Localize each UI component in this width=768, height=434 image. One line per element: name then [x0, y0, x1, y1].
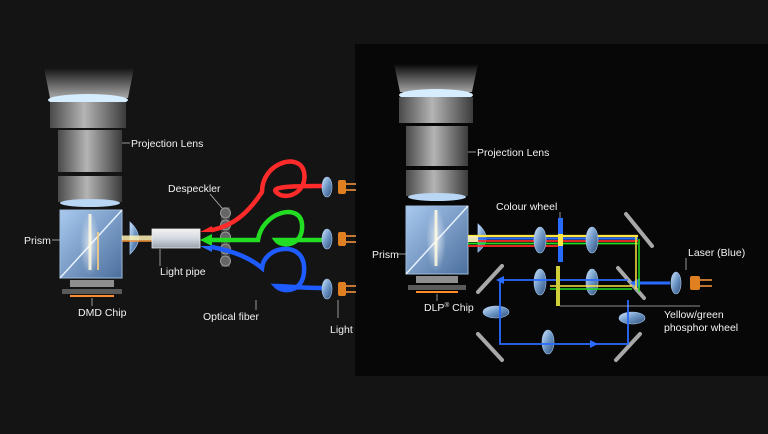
laser-diodes: [338, 180, 356, 296]
prism-label: Prism: [24, 235, 51, 247]
dmd-chip: [62, 280, 122, 297]
right-lens-barrel-bottom: [406, 170, 468, 196]
blue-laser-body: [338, 282, 346, 296]
relay-lens-5: [482, 305, 510, 319]
relay-lens-3: [533, 268, 547, 296]
lens-barrel-bottom: [58, 176, 122, 202]
optical-fiber-label: Optical fiber: [203, 311, 260, 323]
green-laser-body: [338, 232, 346, 246]
blue-fiber-lens: [321, 278, 333, 300]
projection-lens-label: Projection Lens: [131, 138, 203, 150]
blue-arrow: [200, 246, 212, 252]
right-projection-lens: [399, 89, 473, 201]
right-lens-bottom-glass: [408, 193, 466, 201]
right-lens-barrel-top: [399, 97, 473, 123]
right-prism-label: Prism: [372, 249, 399, 261]
dmd-chip-label: DMD Chip: [78, 307, 127, 319]
dmd-chip-top: [70, 280, 114, 287]
colour-wheel: [558, 218, 563, 262]
phosphor-wheel-label-line-1: Yellow/green: [664, 309, 724, 321]
dlp-chip-pins: [416, 291, 458, 293]
prism: [59, 209, 123, 279]
relay-lens-4: [585, 268, 599, 296]
light-pipe: [151, 228, 201, 249]
green-arrow: [200, 234, 212, 246]
mirror-right-bottom: [614, 332, 642, 362]
phosphor-wheel: [556, 266, 560, 306]
lens-bottom-glass: [60, 199, 120, 207]
blue-loop-path: [499, 279, 629, 345]
right-prism: [405, 205, 469, 275]
colour-wheel-label: Colour wheel: [496, 201, 557, 213]
green-fiber-lens: [321, 228, 333, 250]
mirror-top-right: [624, 212, 654, 248]
despeckler-bead-1: [220, 207, 231, 219]
despeckler: [220, 207, 231, 267]
laser-label: Laser (Blue): [688, 247, 745, 259]
dlp-registered-mark: ®: [444, 301, 449, 309]
dlp-chip-suffix: Chip: [449, 302, 474, 314]
dlp-chip: [408, 276, 466, 293]
red-fiber: [209, 159, 325, 233]
dlp-chip-text: DLP: [424, 302, 444, 314]
optical-fibers: [209, 159, 325, 293]
lens-barrel-top: [50, 102, 126, 128]
relay-lens-1: [533, 226, 547, 254]
blue-laser: [690, 276, 712, 290]
relay-lens-7: [618, 311, 646, 325]
right-lens-barrel-middle: [406, 126, 468, 166]
projection-lens: [48, 94, 128, 207]
colour-beams: [468, 234, 638, 247]
despeckler-bead-5: [220, 255, 231, 267]
relay-lens-6: [541, 329, 555, 355]
blue-loop-arrow-1: [496, 276, 504, 284]
fiber-lenses: [321, 176, 333, 300]
dlp-chip-base: [408, 285, 466, 290]
blue-laser-diode: [338, 282, 356, 296]
green-laser-diode: [338, 232, 356, 246]
right-projection-beam: [394, 64, 478, 92]
projection-beam: [44, 68, 134, 98]
red-laser-body: [338, 180, 346, 194]
dlp-chip-top: [416, 276, 458, 283]
blue-fiber: [209, 244, 325, 293]
light-label: Light: [330, 324, 353, 336]
despeckler-leader: [209, 193, 223, 209]
red-arrow: [200, 226, 212, 232]
lens-barrel-middle: [58, 130, 122, 172]
blue-return-loop: [499, 279, 629, 345]
green-fiber: [209, 209, 325, 247]
right-projection-lens-label: Projection Lens: [477, 147, 549, 159]
dmd-chip-pins: [70, 295, 114, 297]
dlp-chip-label: DLP® Chip: [424, 301, 474, 314]
relay-lens-2: [585, 226, 599, 254]
left-diagram: Projection Lens Prism DMD Chip Light pip…: [24, 68, 356, 336]
mirror-left-bottom: [476, 332, 504, 362]
right-diagram: Projection Lens Prism DLP® Chip: [372, 64, 745, 362]
dmd-chip-base: [62, 289, 122, 294]
light-pipe-label: Light pipe: [160, 266, 206, 278]
despeckler-label: Despeckler: [168, 183, 221, 195]
blue-laser-housing: [690, 276, 700, 290]
phosphor-wheel-label-line-2: phosphor wheel: [664, 322, 738, 334]
red-fiber-lens: [321, 176, 333, 198]
blue-loop-arrow-2: [590, 340, 598, 348]
laser-collimator-lens: [670, 271, 682, 295]
red-laser-diode: [338, 180, 356, 194]
mirror-left-top: [476, 264, 504, 294]
laser-beam-arrow: [630, 278, 640, 288]
colour-wheel-segment: [558, 234, 563, 246]
